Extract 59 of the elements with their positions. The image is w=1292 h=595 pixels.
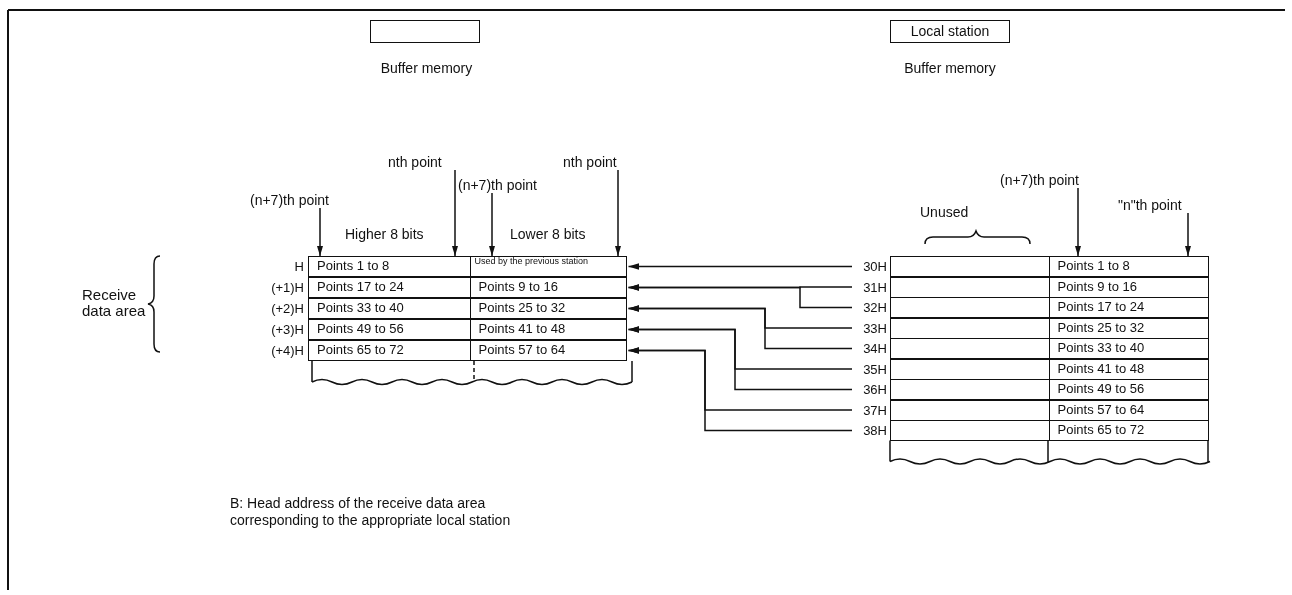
memory-cell: Points 65 to 72 xyxy=(308,340,471,361)
address-label: (+1)H xyxy=(270,279,305,297)
memory-cell: Points 57 to 64 xyxy=(1048,399,1209,421)
address-label: 38H xyxy=(862,422,888,440)
title-box xyxy=(370,20,480,43)
pointer-label: nth point xyxy=(563,154,617,170)
heading: Buffer memory xyxy=(903,60,997,76)
heading: Buffer memory xyxy=(379,60,474,76)
memory-cell: Points 33 to 40 xyxy=(1048,338,1209,359)
address-label: 30H xyxy=(862,258,888,276)
address-label: (+2)H xyxy=(270,300,305,318)
pointer-label: nth point xyxy=(388,154,442,170)
memory-cell: Points 41 to 48 xyxy=(469,319,627,340)
arrow xyxy=(1184,212,1192,257)
column-label: Lower 8 bits xyxy=(510,226,586,242)
address-label: (+4)H xyxy=(270,342,305,360)
pointer-label: "n"th point xyxy=(1118,197,1182,213)
memory-cell: Points 1 to 8 xyxy=(308,256,471,277)
memory-cell: Points 49 to 56 xyxy=(308,319,471,340)
note-text: B: Head address of the receive data area corresponding to the appropriate local station xyxy=(230,495,512,529)
arrow xyxy=(627,284,853,309)
pointer-label: (n+7)th point xyxy=(250,192,329,208)
title-box: Local station xyxy=(890,20,1010,43)
memory-cell: Points 17 to 24 xyxy=(1048,297,1209,318)
address-label: 36H xyxy=(862,381,888,399)
address-label: 35H xyxy=(862,360,888,379)
column-label: Higher 8 bits xyxy=(345,226,424,242)
pointer-label: (n+7)th point xyxy=(458,177,537,193)
memory-cell: Points 65 to 72 xyxy=(1048,420,1209,441)
arrow xyxy=(627,347,853,432)
arrow xyxy=(451,169,459,257)
area-label: Receive data area xyxy=(82,287,147,319)
memory-cell: Points 33 to 40 xyxy=(308,298,471,319)
address-label: (+3)H xyxy=(270,321,305,339)
memory-cell: Points 25 to 32 xyxy=(1048,317,1209,339)
memory-cell: Points 57 to 64 xyxy=(469,340,627,361)
address-label: H xyxy=(293,258,305,276)
address-label: 37H xyxy=(862,401,888,420)
address-label: 32H xyxy=(862,299,888,317)
arrow xyxy=(627,263,853,270)
arrow xyxy=(488,192,496,257)
unused-label: Unused xyxy=(920,204,969,220)
address-label: 33H xyxy=(862,319,888,338)
memory-cell: Points 49 to 56 xyxy=(1048,379,1209,400)
arrow xyxy=(627,305,853,350)
memory-cell: Points 41 to 48 xyxy=(1048,358,1209,380)
memory-cell: Points 9 to 16 xyxy=(1048,276,1209,298)
pointer-label: (n+7)th point xyxy=(1000,172,1079,188)
memory-cell: Points 9 to 16 xyxy=(469,277,627,298)
memory-cell: Used by the previous station xyxy=(469,256,627,277)
arrow xyxy=(316,207,324,257)
memory-cell: Points 25 to 32 xyxy=(469,298,627,319)
memory-cell: Points 1 to 8 xyxy=(1048,256,1209,277)
arrow xyxy=(627,326,853,391)
memory-cell: Points 17 to 24 xyxy=(308,277,471,298)
arrow xyxy=(1074,187,1082,257)
arrow xyxy=(614,169,622,257)
address-label: 31H xyxy=(862,278,888,297)
address-label: 34H xyxy=(862,340,888,358)
